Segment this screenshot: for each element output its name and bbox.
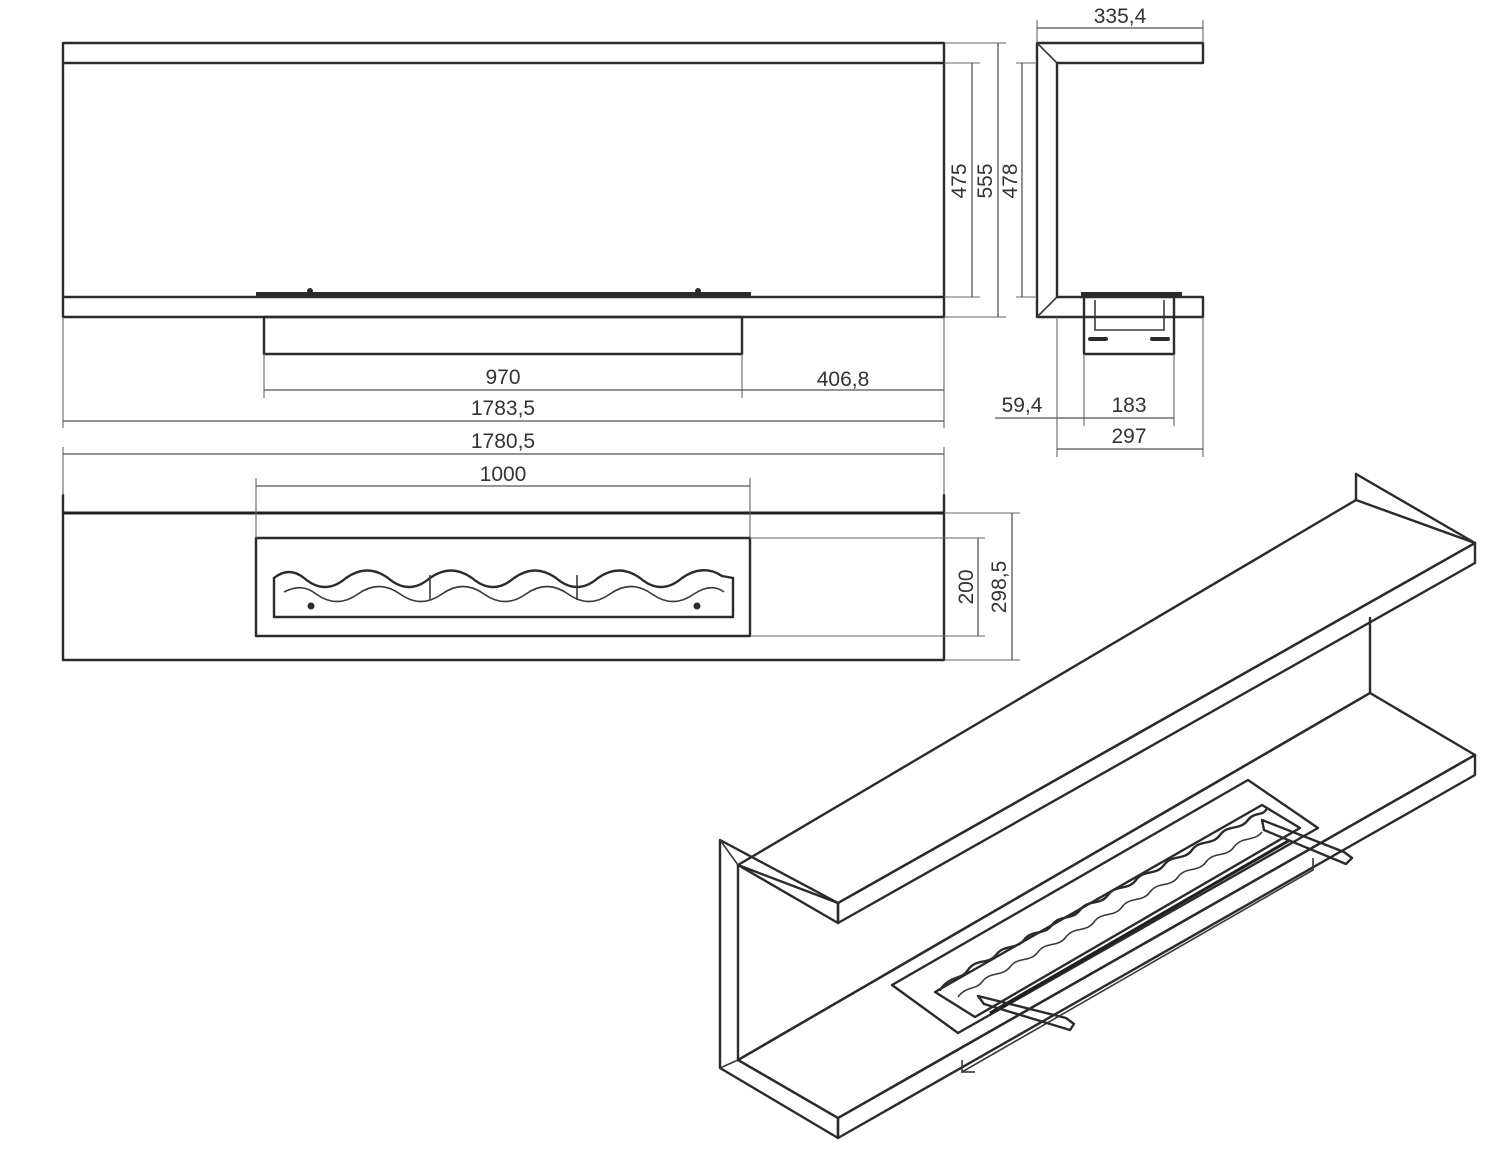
iso-burner-tray: [933, 803, 1302, 1019]
dim-label-406: 406,8: [817, 368, 870, 391]
top-view-burner-tray: [272, 576, 735, 619]
dim-label-1780: 1780,5: [471, 430, 535, 453]
iso-burner-plate: [890, 778, 1320, 1035]
iso-flame-wave: [938, 808, 1268, 992]
iso-burner-slot: [989, 838, 1291, 1015]
front-view: 475 555 970 406,8 1783,5: [61, 41, 1006, 428]
dim-label-475: 475: [948, 163, 971, 198]
dim-label-1783: 1783,5: [471, 397, 535, 420]
side-view-corner-top: [1036, 42, 1058, 64]
top-view-flame-wave: [272, 569, 735, 589]
iso-top-shelf-front: [836, 541, 1477, 925]
top-view: 1780,5 1000 200 298,5: [61, 430, 1020, 662]
iso-end-panel: [718, 838, 840, 1140]
top-view-burner-plate: [254, 536, 752, 638]
side-view: 335,4 478 59,4 183 297: [995, 5, 1205, 457]
front-view-handle-right: [695, 288, 701, 294]
dim-label-200: 200: [955, 569, 978, 604]
side-view-burner-plate: [1081, 292, 1182, 297]
side-view-corner-bottom: [1036, 296, 1058, 318]
side-view-handle-right: [1150, 337, 1170, 341]
side-view-profile: [1035, 41, 1205, 319]
iso-handle-right: [1260, 818, 1354, 866]
dim-label-183: 183: [1111, 394, 1146, 417]
iso-burner-box: [961, 858, 1314, 1074]
top-view-screw-left: [307, 602, 315, 610]
dim-label-335: 335,4: [1094, 5, 1147, 28]
iso-end-panel-edge: [719, 839, 739, 866]
top-view-screw-right: [693, 602, 701, 610]
iso-handle-left: [976, 994, 1076, 1032]
iso-top-shelf-lip: [1354, 472, 1477, 545]
iso-bottom-shelf: [736, 691, 1477, 1120]
dim-label-297: 297: [1111, 425, 1146, 448]
dim-label-59: 59,4: [1002, 394, 1043, 417]
dim-label-970: 970: [485, 366, 520, 389]
dim-label-555: 555: [974, 163, 997, 198]
side-view-burner-box: [1082, 295, 1176, 356]
iso-end-panel-edge: [719, 1059, 739, 1069]
iso-top-shelf: [736, 498, 1477, 905]
front-view-body: [61, 41, 946, 319]
top-view-body: [61, 493, 946, 662]
front-view-burner-cover: [256, 292, 751, 297]
isometric-view: [718, 472, 1477, 1140]
front-view-burner-box: [262, 315, 744, 356]
iso-flame-wave-inner: [957, 831, 1263, 998]
dim-label-1000: 1000: [480, 463, 527, 486]
side-view-handle-left: [1088, 337, 1108, 341]
dim-label-478: 478: [999, 163, 1022, 198]
front-view-handle-left: [307, 288, 313, 294]
side-view-burner-inner: [1094, 300, 1165, 331]
iso-bottom-shelf-front: [836, 753, 1477, 1140]
dim-label-298: 298,5: [988, 561, 1011, 614]
top-view-flame-wave-inner: [283, 585, 725, 603]
